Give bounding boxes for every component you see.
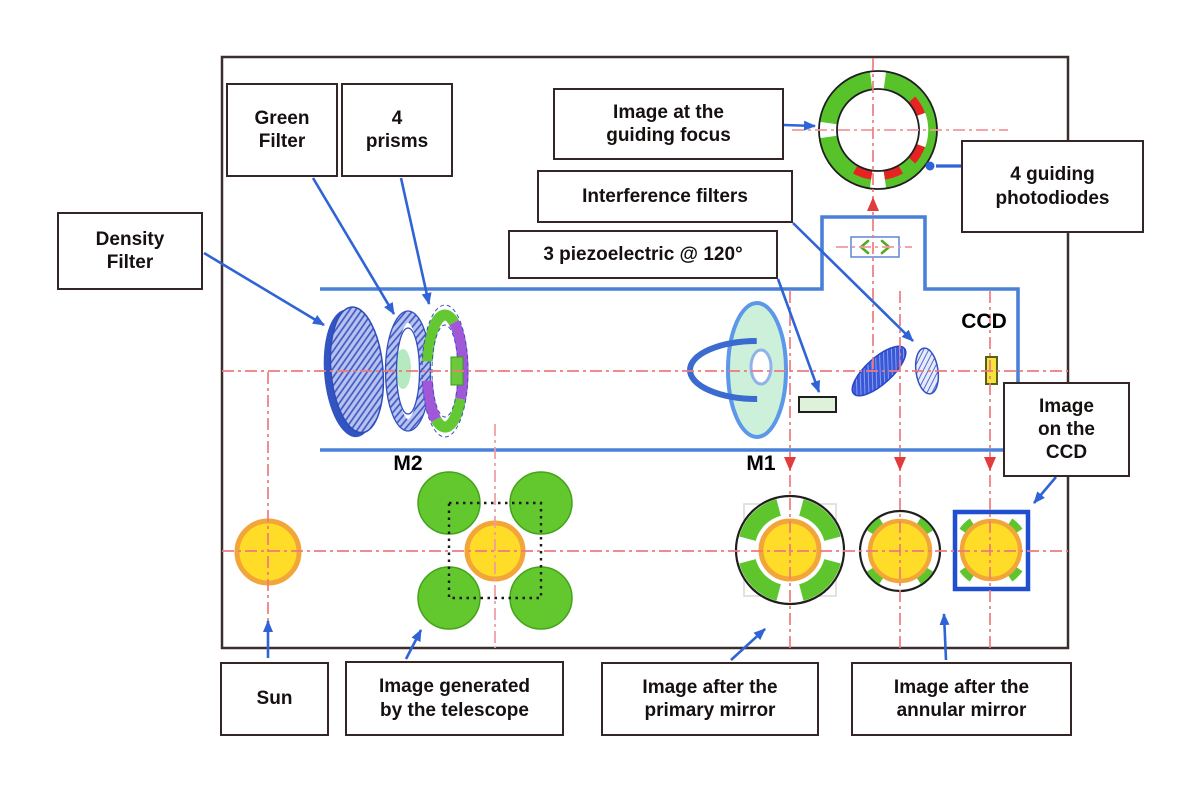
telescope-tube-lines (320, 215, 1020, 452)
callout-green-filter: Green Filter (226, 83, 338, 177)
density-filter-disk (323, 306, 385, 438)
callout-guiding-photodiodes: 4 guiding photodiodes (961, 140, 1144, 233)
callout-telescope-image: Image generated by the telescope (345, 661, 564, 736)
label-m1: M1 (746, 452, 776, 475)
interference-filter-large (851, 345, 907, 397)
callout-sun: Sun (220, 662, 329, 736)
callout-arrows (203, 120, 1057, 661)
callout-four-prisms: 4 prisms (341, 83, 453, 177)
callout-interference-filters: Interference filters (537, 170, 793, 223)
callout-guiding-focus: Image at the guiding focus (553, 88, 784, 160)
m1-lens (687, 301, 827, 439)
piezo-plate (798, 396, 837, 413)
label-ccd: CCD (961, 310, 1007, 333)
callout-primary-mirror-image: Image after the primary mirror (601, 662, 819, 736)
interference-filter-small (914, 347, 940, 395)
axis-arrowheads (784, 197, 996, 471)
callout-density-filter: Density Filter (57, 212, 203, 290)
callout-image-on-ccd: Image on the CCD (1003, 382, 1130, 477)
callout-annular-mirror-image: Image after the annular mirror (851, 662, 1072, 736)
label-m2: M2 (393, 452, 423, 475)
callout-piezoelectric: 3 piezoelectric @ 120° (508, 230, 778, 279)
